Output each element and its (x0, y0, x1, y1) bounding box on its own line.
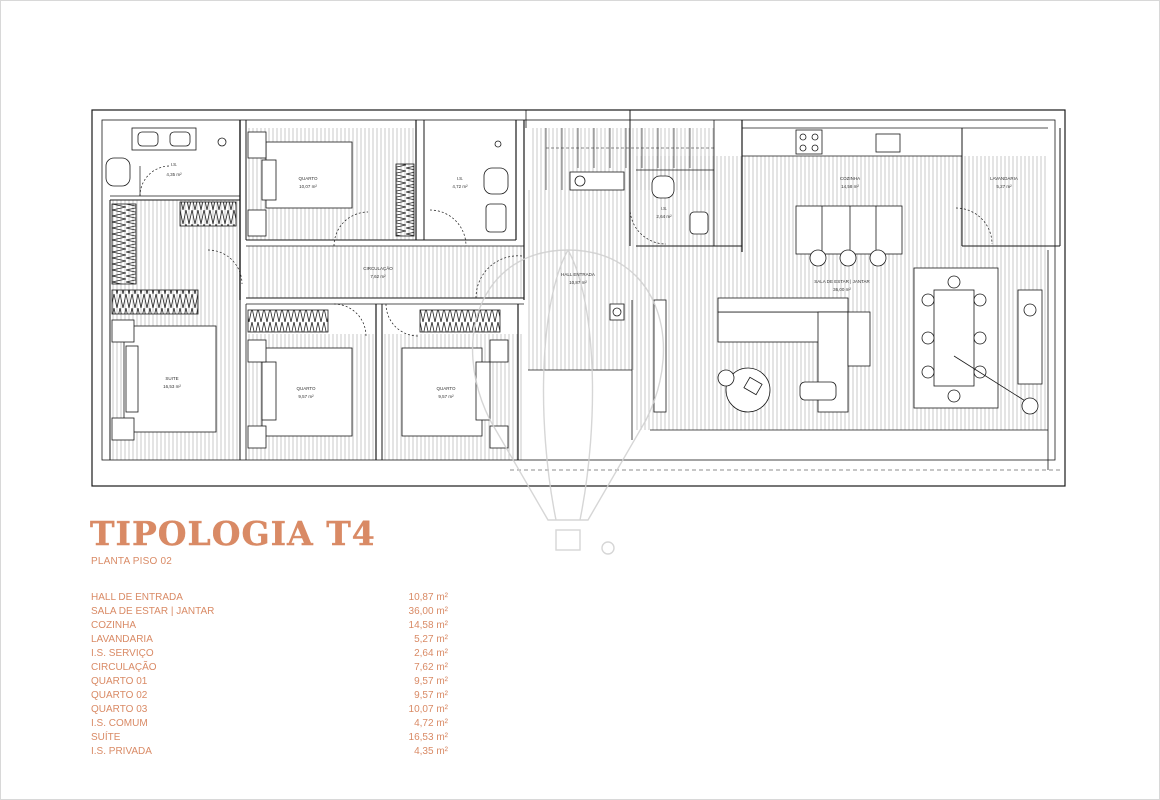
doors (139, 165, 993, 337)
wardrobes (111, 163, 501, 333)
room-label: I.S. (661, 206, 668, 211)
area-name: CIRCULAÇÃO (91, 662, 157, 673)
area-name: SALA DE ESTAR | JANTAR (91, 606, 215, 617)
area-value: 10,07 m² (408, 704, 448, 715)
area-row: CIRCULAÇÃO 7,62 m² (91, 661, 448, 675)
room-area: 14,58 m² (841, 184, 859, 189)
area-value: 9,57 m² (414, 676, 448, 687)
area-value: 16,53 m² (408, 732, 448, 743)
room-area: 7,62 m² (370, 274, 386, 279)
area-value: 10,87 m² (408, 592, 448, 603)
area-row: I.S. SERVIÇO 2,64 m² (91, 647, 448, 661)
area-row: HALL DE ENTRADA 10,87 m² (91, 591, 448, 605)
area-value: 14,58 m² (408, 620, 448, 631)
room-label: CIRCULAÇÃO (363, 265, 393, 271)
area-value: 7,62 m² (414, 662, 448, 673)
room-label: QUARTO (296, 386, 316, 391)
area-name: QUARTO 02 (91, 690, 148, 701)
walls (91, 109, 1066, 487)
room-area: 10,87 m² (569, 280, 587, 285)
area-table: HALL DE ENTRADA 10,87 m² SALA DE ESTAR | … (91, 591, 451, 759)
document-subtitle: PLANTA PISO 02 (91, 556, 172, 567)
room-area: 5,27 m² (996, 184, 1012, 189)
area-row: I.S. COMUM 4,72 m² (91, 717, 448, 731)
room-label: QUARTO (436, 386, 456, 391)
room-area: 9,57 m² (438, 394, 454, 399)
area-row: I.S. PRIVADA 4,35 m² (91, 745, 448, 759)
area-row: LAVANDARIA 5,27 m² (91, 633, 448, 647)
area-name: COZINHA (91, 620, 136, 631)
room-label: I.S. (457, 176, 464, 181)
area-value: 2,64 m² (414, 648, 448, 659)
area-row: COZINHA 14,58 m² (91, 619, 448, 633)
room-area: 9,57 m² (298, 394, 314, 399)
room-label: HALL ENTRADA (561, 272, 595, 277)
watermark-balloon (471, 249, 665, 555)
document-title: TIPOLOGIA T4 (90, 514, 376, 553)
area-name: I.S. COMUM (91, 718, 148, 729)
stairs (545, 128, 714, 190)
room-label: SUITE (165, 376, 178, 381)
room-area: 4,72 m² (452, 184, 468, 189)
room-area: 16,53 m² (163, 384, 181, 389)
area-row: SALA DE ESTAR | JANTAR 36,00 m² (91, 605, 448, 619)
area-row: QUARTO 02 9,57 m² (91, 689, 448, 703)
room-area: 2,64 m² (656, 214, 672, 219)
area-name: I.S. SERVIÇO (91, 648, 154, 659)
area-value: 4,35 m² (414, 746, 448, 757)
area-value: 5,27 m² (414, 634, 448, 645)
beds (111, 131, 509, 449)
area-row: QUARTO 03 10,07 m² (91, 703, 448, 717)
room-label: I.S. (171, 162, 178, 167)
area-value: 4,72 m² (414, 718, 448, 729)
area-name: LAVANDARIA (91, 634, 153, 645)
room-label: SALA DE ESTAR | JANTAR (814, 279, 870, 284)
room-label: LAVANDARIA (990, 176, 1018, 181)
room-label: QUARTO (298, 176, 318, 181)
area-name: QUARTO 01 (91, 676, 148, 687)
area-name: SUÍTE (91, 732, 121, 743)
area-value: 36,00 m² (408, 606, 448, 617)
room-labels: I.S. 4,35 m² QUARTO 10,07 m² I.S. 4,72 m… (163, 162, 1018, 399)
kitchen-fixtures (795, 129, 903, 267)
area-value: 9,57 m² (414, 690, 448, 701)
area-name: I.S. PRIVADA (91, 746, 152, 757)
living-furniture (569, 171, 1043, 415)
room-label: COZINHA (840, 176, 860, 181)
area-name: QUARTO 03 (91, 704, 148, 715)
room-area: 36,00 m² (833, 287, 851, 292)
area-name: HALL DE ENTRADA (91, 592, 183, 603)
bathroom-fixtures (105, 127, 709, 235)
area-row: SUÍTE 16,53 m² (91, 731, 448, 745)
area-row: QUARTO 01 9,57 m² (91, 675, 448, 689)
room-area: 10,07 m² (299, 184, 317, 189)
room-area: 4,35 m² (166, 172, 182, 177)
